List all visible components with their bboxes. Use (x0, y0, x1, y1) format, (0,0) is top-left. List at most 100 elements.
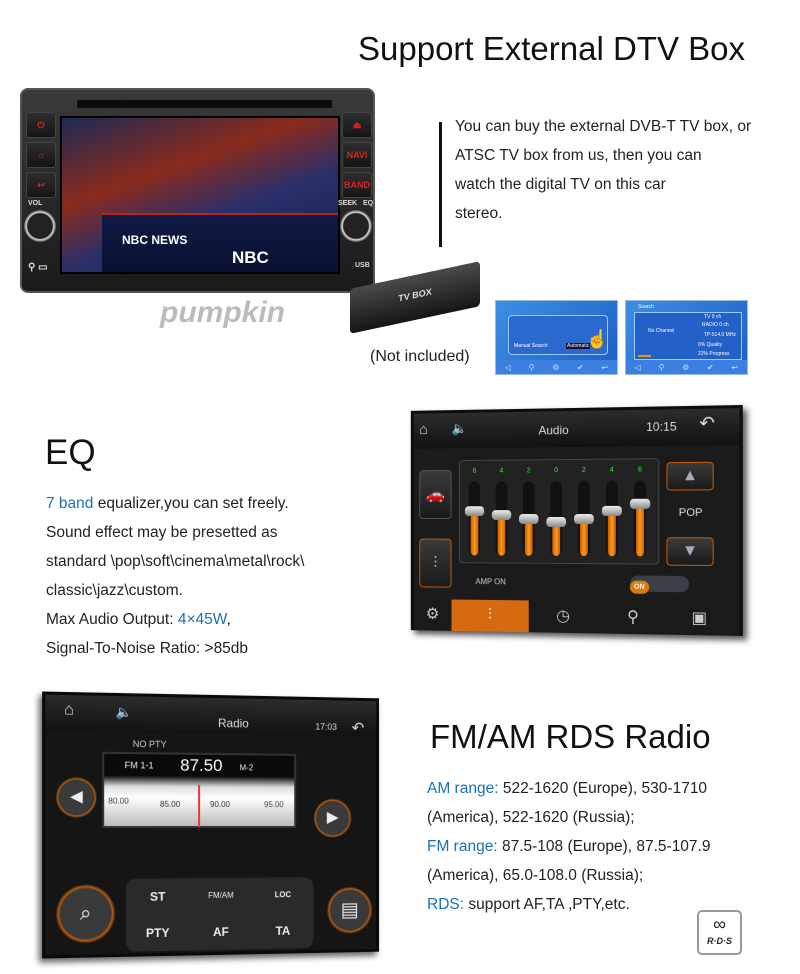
save-button[interactable]: ▤ (327, 886, 373, 934)
antenna (439, 122, 442, 247)
eq-line: Signal-To-Noise Ratio: >85db (46, 634, 304, 663)
band-value: 6 (634, 466, 646, 473)
dtv-description: You can buy the external DVB-T TV box, o… (455, 112, 751, 228)
tp-frequency: TP:514.0 MHz (704, 332, 736, 338)
desc-line: stereo. (455, 199, 751, 228)
band-fill (608, 511, 616, 556)
progress-readout: 22% Progress (698, 351, 729, 357)
amp-toggle[interactable]: ON (630, 575, 689, 592)
volume-icon[interactable]: 🔈 (452, 421, 467, 437)
band-value: 0 (550, 467, 562, 474)
tv-count: TV 0 ch (704, 314, 721, 320)
audio-top-bar: ⌂ 🔈 Audio 10:15 ↶ (414, 408, 740, 449)
location-icon[interactable]: ⚲ (598, 601, 669, 634)
band-thumb[interactable] (602, 506, 622, 516)
dtv-title: Support External DTV Box (358, 30, 745, 68)
band-fill (552, 522, 560, 556)
rds-label: RDS: (427, 896, 464, 913)
band-slider[interactable] (469, 482, 481, 556)
home-icon[interactable]: ⌂ (419, 421, 428, 438)
band-fill (525, 519, 533, 556)
clock: 17:03 (315, 722, 337, 732)
seek-back-button[interactable]: ◀ (56, 777, 97, 818)
volume-icon[interactable]: 🔈 (115, 704, 131, 721)
loc-button[interactable]: LOC (252, 877, 313, 913)
progress-bar (638, 355, 651, 357)
eq-description: 7 band equalizer,you can set freely. Sou… (46, 489, 304, 663)
band-value: 6 (469, 468, 481, 475)
band-slider[interactable] (634, 481, 646, 557)
scale-tick: 80.00 (108, 797, 128, 806)
seek-forward-button[interactable]: ▶ (313, 798, 351, 837)
pty-status: NO PTY (133, 739, 167, 750)
eq-line: Sound effect may be presetted as (46, 518, 304, 547)
am-line: AM range: 522-1620 (Europe), 530-1710 (427, 774, 710, 803)
gps-icon: ⚲ ▭ (28, 262, 48, 273)
settings-icon[interactable]: ⚙ (414, 599, 452, 631)
band-value: 4 (496, 468, 508, 475)
audio-title: Audio (539, 423, 569, 437)
equalizer-button[interactable]: ⫶ (419, 539, 451, 588)
band-thumb[interactable] (492, 510, 511, 520)
seek-label: SEEK (338, 200, 357, 207)
ta-button[interactable]: TA (252, 913, 313, 950)
band-value: 2 (578, 467, 590, 474)
band-thumb[interactable] (546, 517, 566, 527)
band-fill (498, 515, 506, 556)
back-icon[interactable]: ↶ (699, 413, 715, 435)
car-speaker-button[interactable]: 🚗 (419, 470, 451, 519)
hand-pointer-icon: ☝ (586, 329, 608, 350)
band-slider[interactable] (496, 481, 508, 555)
preset-up-button[interactable]: ▲ (666, 462, 713, 491)
band-slider[interactable] (606, 481, 618, 557)
eq-tab-icon[interactable]: ⫶ (452, 599, 529, 632)
mode-label: M-2 (240, 763, 254, 772)
eq-line-text: Max Audio Output: (46, 611, 178, 628)
radio-buttons: ST FM/AM LOC PTY AF TA (126, 877, 314, 952)
back-icon[interactable]: ↶ (352, 718, 365, 738)
pty-button[interactable]: PTY (126, 914, 190, 951)
fm-am-button[interactable]: FM/AM (189, 878, 252, 915)
frequency-dial: FM 1-1 87.50 M-2 80.00 85.00 90.00 95.00 (102, 752, 296, 828)
band-thumb[interactable] (465, 506, 484, 516)
stereo-button[interactable]: ST (126, 878, 190, 915)
tv-screen: NBC NEWS NBC (60, 116, 340, 274)
home-button: ⌂ (26, 142, 56, 168)
usb-label: USB (355, 262, 370, 269)
fm-line-2: (America), 65.0-108.0 (Russia); (427, 861, 710, 890)
eq-line-text: equalizer,you can set freely. (93, 495, 288, 512)
dtv-progress-screenshot: Search No Channel TV 0 ch RADIO 0 ch TP:… (625, 300, 748, 375)
am-line-2: (America), 522-1620 (Russia); (427, 803, 710, 832)
no-channel-label: No Channel (648, 328, 674, 334)
not-included-note: (Not included) (370, 348, 470, 366)
home-icon[interactable]: ⌂ (64, 701, 74, 720)
search-title: Search (638, 304, 654, 310)
preset-name: POP (679, 507, 703, 519)
band-value: 2 (523, 467, 535, 474)
preset-down-button[interactable]: ▼ (666, 537, 713, 566)
band-fill (580, 518, 588, 556)
dtv-search-screenshot: Manual Search Automatic ☝ ◁⚲⚙✔↩ (495, 300, 618, 375)
eq-title: EQ (45, 433, 96, 473)
vol-label: VOL (28, 200, 42, 207)
band-thumb[interactable] (630, 498, 650, 508)
clock: 10:15 (646, 419, 677, 434)
band-slider[interactable] (550, 481, 562, 556)
radio-count: RADIO 0 ch (702, 322, 729, 328)
scan-button[interactable]: ⌕ (56, 884, 116, 944)
af-button[interactable]: AF (189, 913, 252, 950)
audio-bottom-bar: ⚙ ⫶ ◷ ⚲ ▣ (414, 599, 740, 636)
band-thumb[interactable] (574, 513, 594, 523)
eject-button: ⏏ (342, 112, 372, 138)
band-slider[interactable] (523, 481, 535, 556)
band-slider[interactable] (578, 481, 590, 556)
fm-text: 87.5-108 (Europe), 87.5-107.9 (498, 838, 711, 855)
gallery-icon[interactable]: ▣ (668, 602, 730, 636)
band-thumb[interactable] (519, 514, 539, 524)
scale-tick: 85.00 (160, 800, 180, 809)
nbc-text: NBC (232, 248, 269, 268)
eq-line: Max Audio Output: 4×45W, (46, 605, 304, 634)
clock-icon[interactable]: ◷ (529, 600, 598, 633)
eq-label: EQ (363, 200, 373, 207)
quality-readout: 0% Quality (698, 342, 722, 348)
